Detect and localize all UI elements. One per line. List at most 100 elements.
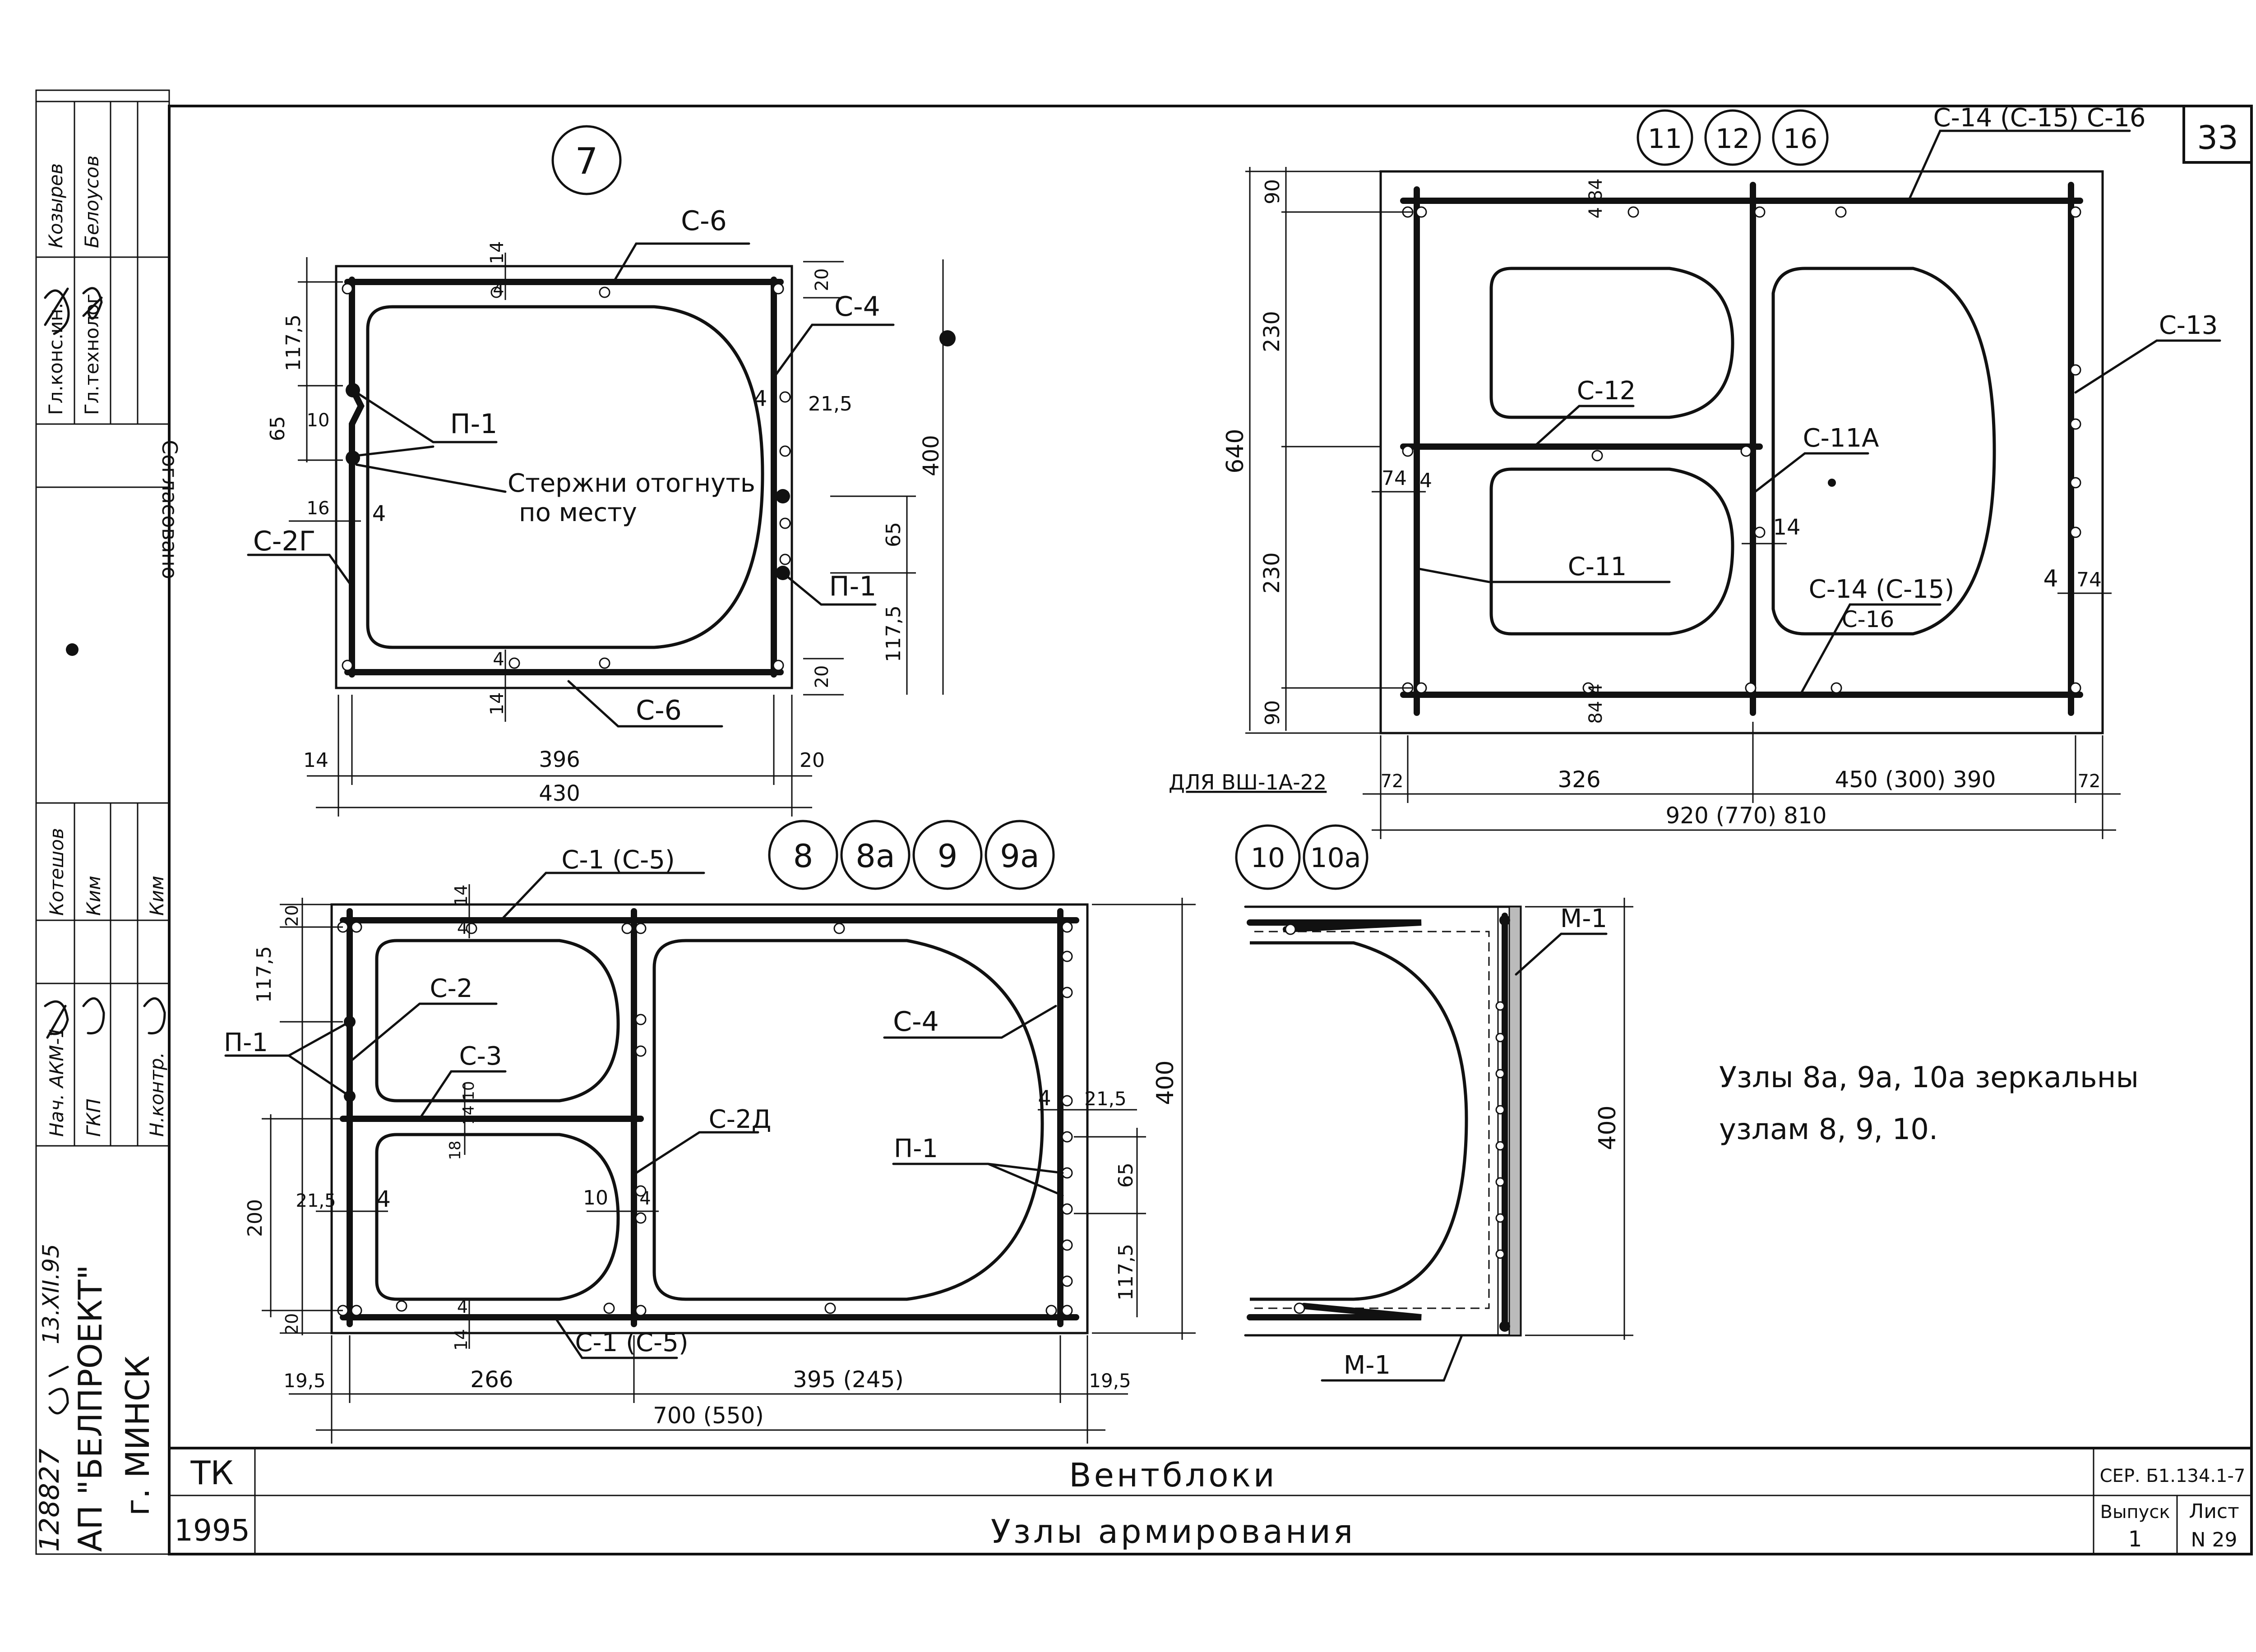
node-11-dim-72-right: 72 (2078, 771, 2101, 792)
title-main: Вентблоки (1069, 1456, 1277, 1494)
node-11-cavity-2 (1489, 467, 1734, 636)
node-11-cavity-1 (1489, 267, 1734, 419)
node-7-dim-65-left: 65 (266, 416, 289, 441)
node-11-tag-circle-2 (1704, 109, 1761, 166)
node-7-tag: 7 (575, 140, 598, 182)
node-10-tag-circle-2 (1303, 824, 1368, 890)
node-8-label-p1-left: П-1 (224, 1028, 268, 1057)
node-8-dim-266: 266 (470, 1366, 513, 1393)
team-name-2: Ким (83, 876, 105, 916)
node-8-label-p1-right: П-1 (894, 1134, 938, 1163)
node-7-dim-4-left: 4 (372, 501, 386, 526)
org-number: 128827 (34, 1449, 65, 1552)
node-8-dim-4-right: 4 (1038, 1086, 1051, 1110)
node-8-label-c2: С-2 (430, 974, 473, 1003)
title-sub: Узлы армирования (991, 1513, 1355, 1550)
node-11-dim-920: 920 (770) 810 (1665, 803, 1826, 829)
node-8-dim-195-left: 19,5 (283, 1370, 326, 1392)
node-8-tag-circle-3 (912, 820, 983, 890)
node-10-label-m1-bottom: М-1 (1344, 1351, 1391, 1380)
org-city: г. МИНСК (119, 1356, 157, 1516)
node-8-dim-700: 700 (550) (653, 1403, 764, 1429)
node-7-body (335, 265, 793, 689)
node-7-dim-14-bottom: 14 (487, 692, 508, 715)
node-7-dim-20-bottom: 20 (812, 665, 832, 688)
node-8-tag-4: 9а (1000, 838, 1039, 875)
node-11-dim-74-left: 74 (1382, 467, 1407, 490)
node-7-dim-117-top: 117,5 (282, 314, 305, 371)
node-7-dim-4-right: 4 (754, 386, 767, 411)
node-7-label-c6-bottom: С-6 (636, 695, 682, 726)
node-11-dim-4-left: 4 (1419, 469, 1432, 492)
node-8-cavity-1 (375, 939, 620, 1103)
title-sheet-value: N 29 (2191, 1528, 2238, 1551)
node-7-cavity (366, 305, 764, 649)
node-10-bar-bottom (1247, 1303, 1422, 1320)
node-11-dim-72-left: 72 (1381, 771, 1404, 792)
node-8-label-c1-top: С-1 (С-5) (561, 845, 675, 875)
node-11-dim-90-top: 90 (1261, 179, 1284, 204)
node-7-label-c4: С-4 (834, 291, 880, 323)
node-8-cavity-2 (375, 1133, 620, 1301)
node-8-tag-3: 9 (938, 838, 958, 875)
node-11: 11 12 16 С-14 (С-15) С-16 С-13 С-12 С-11… (1169, 103, 2221, 839)
node-7-note-line2: по месту (519, 498, 637, 527)
node-7-dim-4-bottom: 4 (493, 649, 504, 670)
node-10: 10 10а М-1 М-1 400 (1235, 824, 1633, 1382)
signature-5 (143, 997, 166, 1034)
node-11-dim-74-right: 74 (2076, 568, 2102, 591)
node-11-dim-14-right: 14 (1773, 515, 1800, 540)
node-7-dim-16: 16 (307, 498, 330, 519)
team-name-3: Ким (146, 876, 168, 916)
note-line-1: Узлы 8а, 9а, 10а зеркальны (1719, 1061, 2139, 1094)
node-8-dim-200: 200 (244, 1199, 267, 1237)
node-10-label-m1-top: М-1 (1560, 904, 1607, 933)
node-7-dim-215: 21,5 (808, 392, 852, 415)
title-year: 1995 (174, 1513, 250, 1548)
node-11-dim-640: 640 (1222, 429, 1249, 473)
node-11-dim-4-84-top: 4 84 (1586, 178, 1606, 218)
node-11-cavity-3 (1771, 267, 1996, 636)
node-7-dim-396: 396 (539, 747, 580, 772)
node-8-tag-2: 8а (855, 838, 895, 875)
node-11-dim-90-bottom: 90 (1261, 700, 1284, 725)
sheet-number-box: 33 (2182, 106, 2251, 164)
node-11-dim-4-right: 4 (2043, 565, 2058, 592)
node-8-dim-20-top: 20 (282, 905, 302, 927)
node-7-dim-20-horiz: 20 (800, 749, 825, 772)
node-10-dim-400: 400 (1594, 1105, 1621, 1150)
node-11-dim-84-4-bottom: 84 4 (1586, 683, 1606, 724)
node-7-dim-10: 10 (307, 410, 330, 431)
title-block: ТК 1995 Вентблоки Узлы армирования СЕР. … (169, 1447, 2251, 1554)
node-7-note-line1: Стержни отогнуть (508, 469, 755, 498)
node-7-label-p1-right: П-1 (829, 571, 877, 602)
node-10-wall (1244, 905, 1522, 1337)
node-8-dim-4-bottom: 4 (457, 1297, 468, 1317)
sheet-number: 33 (2197, 119, 2238, 157)
org-name: АП "БЕЛПРОЕКТ" (71, 1265, 109, 1552)
node-10-plate (1508, 906, 1521, 1336)
node-7-label-p1-left: П-1 (450, 408, 498, 440)
node-11-label-c14-top: С-14 (С-15) С-16 (1933, 103, 2146, 133)
node-8-tag-circle-1 (768, 820, 838, 890)
team-name-1: Котешов (46, 828, 68, 916)
node-8-label-c3: С-3 (459, 1042, 502, 1071)
node-11-tag-circle-3 (1772, 109, 1829, 166)
title-code: ТК (190, 1454, 233, 1492)
signature-4 (82, 997, 105, 1034)
team-role-1: Нач. АКМ-1 (46, 1026, 68, 1137)
node-7-label-c6-top: С-6 (681, 205, 727, 237)
team-role-2: ГКП (83, 1098, 105, 1137)
node-11-label-c14-bottom: С-14 (С-15) (1809, 575, 1955, 604)
node-11-for-label: ДЛЯ ВШ-1А-22 (1169, 770, 1327, 794)
node-8-dim-18: 18 (446, 1140, 464, 1160)
node-11-label-c16-bottom: С-16 (1842, 606, 1895, 632)
node-7-dim-4-top: 4 (493, 279, 504, 300)
node-7-label-c2g: С-2Г (253, 526, 315, 557)
signature-2 (82, 287, 103, 320)
node-8-dim-20-bottom: 20 (282, 1313, 302, 1335)
node-7-tag-circle (551, 125, 622, 195)
node-7-dim-14-top: 14 (487, 241, 508, 264)
node-8: 8 8а 9 9а С-1 (С-5) П-1 С-2 (224, 820, 1196, 1444)
